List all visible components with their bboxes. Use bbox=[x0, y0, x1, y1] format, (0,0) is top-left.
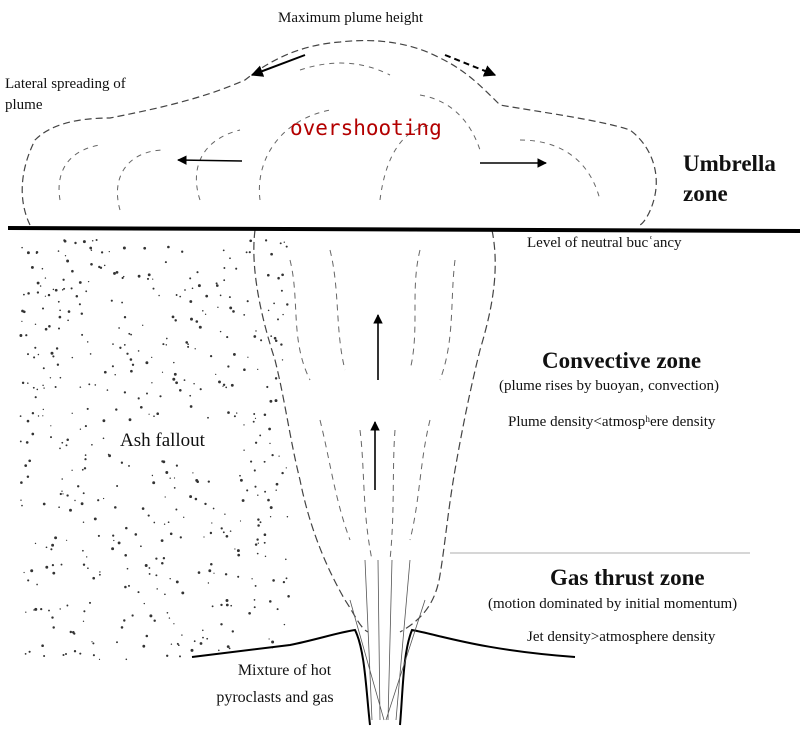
lateral-arrow-left bbox=[177, 155, 243, 165]
convective-density-label: Plume density<atmospʰere density bbox=[508, 414, 716, 430]
mixture-label-line2: pyroclasts and gas bbox=[216, 689, 334, 706]
lateral-spreading-label-line1: Lateral spreading of bbox=[5, 76, 126, 92]
umbrella-cloud bbox=[21, 39, 657, 226]
umbrella-zone-title-line2: zone bbox=[683, 181, 728, 206]
overshooting-label: overshooting bbox=[290, 116, 442, 140]
neutral-buoyancy-label: Level of neutral bucʿancy bbox=[527, 235, 682, 251]
gas-thrust-zone-title: Gas thrust zone bbox=[550, 565, 705, 590]
ash-fallout-label: Ash fallout bbox=[120, 430, 205, 451]
umbrella-inner-swirls bbox=[58, 62, 601, 211]
ash-fallout-dots bbox=[19, 238, 290, 661]
max-height-label: Maximum plume height bbox=[278, 10, 423, 26]
gas-thrust-subtitle: (motion dominated by initial momentum) bbox=[488, 596, 738, 612]
convective-column bbox=[253, 229, 496, 633]
max-height-arrow-right bbox=[444, 54, 497, 77]
vent-jet-lines bbox=[349, 559, 426, 721]
mixture-label-line1: Mixture of hot bbox=[237, 662, 332, 679]
max-height-arrow-left bbox=[250, 54, 306, 77]
neutral-buoyancy-line bbox=[7, 226, 801, 233]
column-inner-swirls bbox=[289, 249, 456, 561]
lateral-spreading-label-line2: plume bbox=[5, 97, 43, 113]
convective-zone-subtitle: (plume rises by buoyan‚ convection) bbox=[499, 378, 719, 394]
convective-zone-title: Convective zone bbox=[542, 348, 702, 373]
umbrella-zone-title-line1: Umbrella bbox=[683, 151, 776, 176]
gas-thrust-density-label: Jet density>atmosphere density bbox=[527, 629, 716, 645]
